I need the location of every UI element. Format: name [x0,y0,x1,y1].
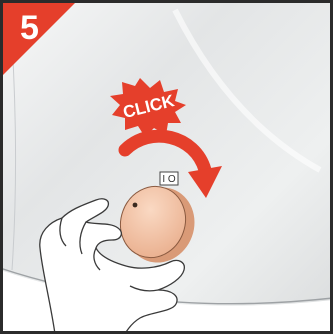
step-number: 5 [20,9,39,47]
switch-label: I O [162,174,176,185]
knob-indicator-dot [133,203,138,208]
